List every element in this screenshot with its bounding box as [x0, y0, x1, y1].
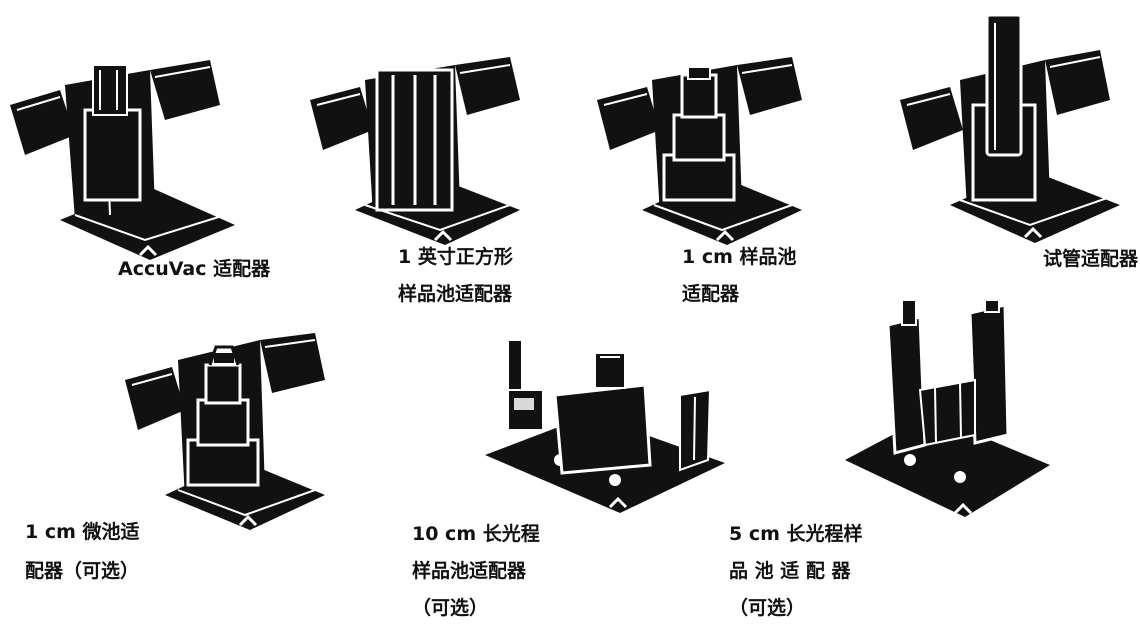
cm-cell-adapter-figure [592, 45, 807, 245]
label-line: 1 cm 样品池 [682, 246, 797, 268]
label-cm-cell-adapter: 1 cm 样品池 适配器 [682, 248, 797, 304]
label-line: （可选） [729, 597, 806, 619]
test-tube-adapter-figure [895, 5, 1125, 245]
microcell-adapter-figure [120, 325, 330, 530]
label-microcell-adapter: 1 cm 微池适 配器（可选） [25, 523, 140, 581]
label-line: 10 cm 长光程 [412, 523, 540, 545]
label-line: 样品池适配器 [412, 560, 527, 582]
label-test-tube-adapter: 试管适配器 [1043, 250, 1138, 269]
label-long-path-5cm-adapter: 5 cm 长光程样 品 池 适 配 器 （可选） [729, 525, 863, 618]
label-line: 配器（可选） [25, 560, 140, 582]
label-line: AccuVac 适配器 [118, 258, 271, 280]
label-long-path-10cm-adapter: 10 cm 长光程 样品池适配器 （可选） [412, 525, 540, 618]
label-line: 1 英寸正方形 [398, 246, 513, 268]
label-line: 1 cm 微池适 [25, 521, 140, 543]
label-line: 适配器 [682, 283, 740, 305]
long-path-5cm-adapter-figure [840, 295, 1055, 520]
square-cell-adapter-figure [305, 45, 525, 245]
label-square-cell-adapter: 1 英寸正方形 样品池适配器 [398, 248, 513, 304]
label-line: （可选） [412, 597, 489, 619]
accuvac-adapter-figure [5, 45, 240, 265]
label-line: 5 cm 长光程样 [729, 523, 863, 545]
label-line: 样品池适配器 [398, 283, 513, 305]
label-accuvac-adapter: AccuVac 适配器 [118, 260, 270, 279]
label-line: 品 池 适 配 器 [729, 560, 851, 582]
label-line: 试管适配器 [1043, 248, 1139, 270]
long-path-10cm-adapter-figure [480, 335, 730, 515]
